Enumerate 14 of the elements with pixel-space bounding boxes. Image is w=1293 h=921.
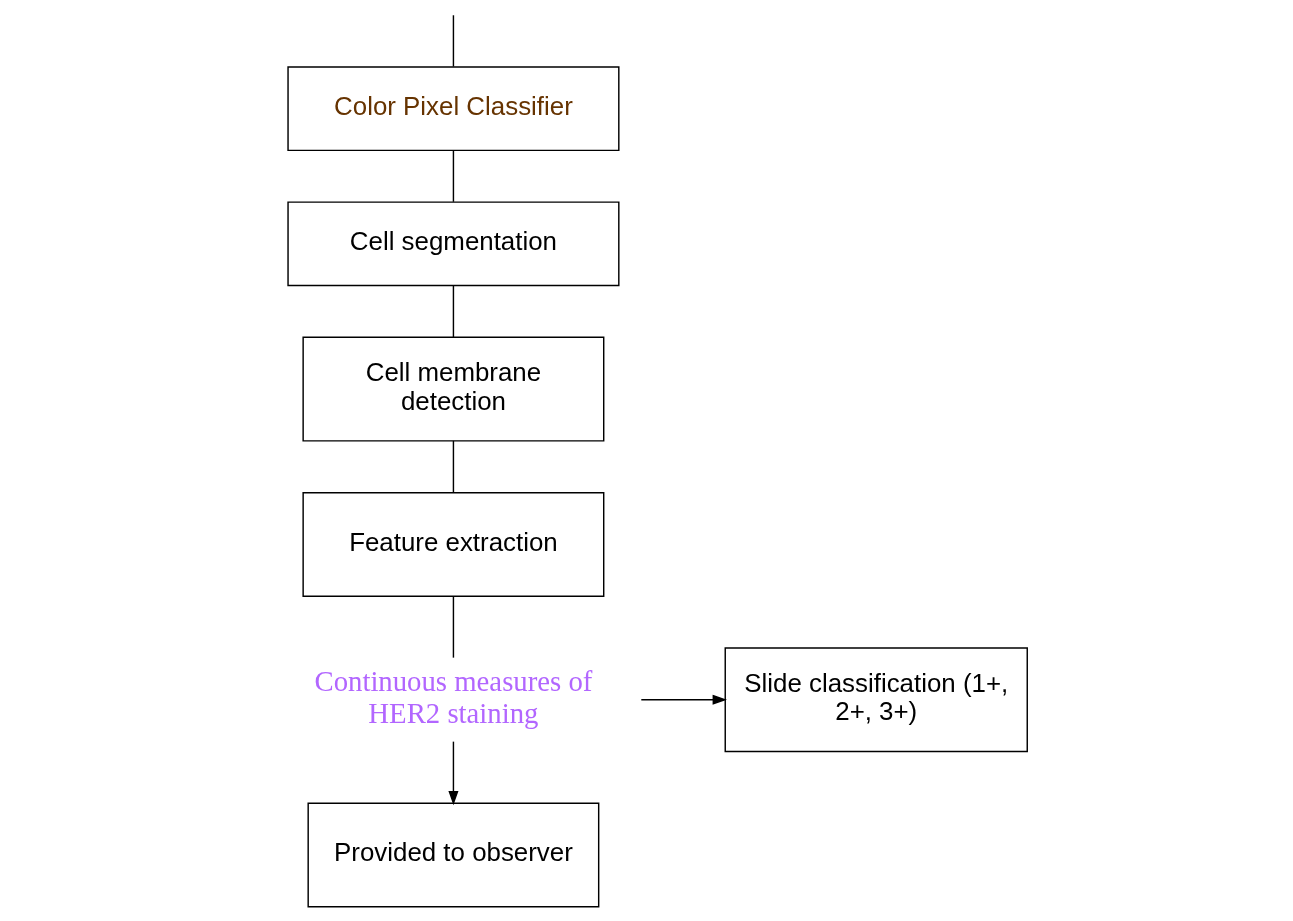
connector [452, 14, 455, 68]
node-box: Provided to observer [307, 802, 600, 908]
connector [452, 149, 455, 203]
connector [452, 285, 455, 338]
node-box: Color Pixel Classifier [287, 66, 620, 152]
arrow [448, 740, 459, 806]
node-box: Slide classification (1+, 2+, 3+) [724, 647, 1028, 753]
arrow [640, 694, 727, 705]
node-box: Cell membrane detection [302, 336, 605, 442]
connector [452, 595, 455, 659]
node-box: Feature extraction [302, 491, 605, 597]
node-box: Cell segmentation [287, 201, 620, 287]
connector [452, 440, 455, 493]
node-text: Continuous measures of HER2 staining [314, 665, 593, 729]
